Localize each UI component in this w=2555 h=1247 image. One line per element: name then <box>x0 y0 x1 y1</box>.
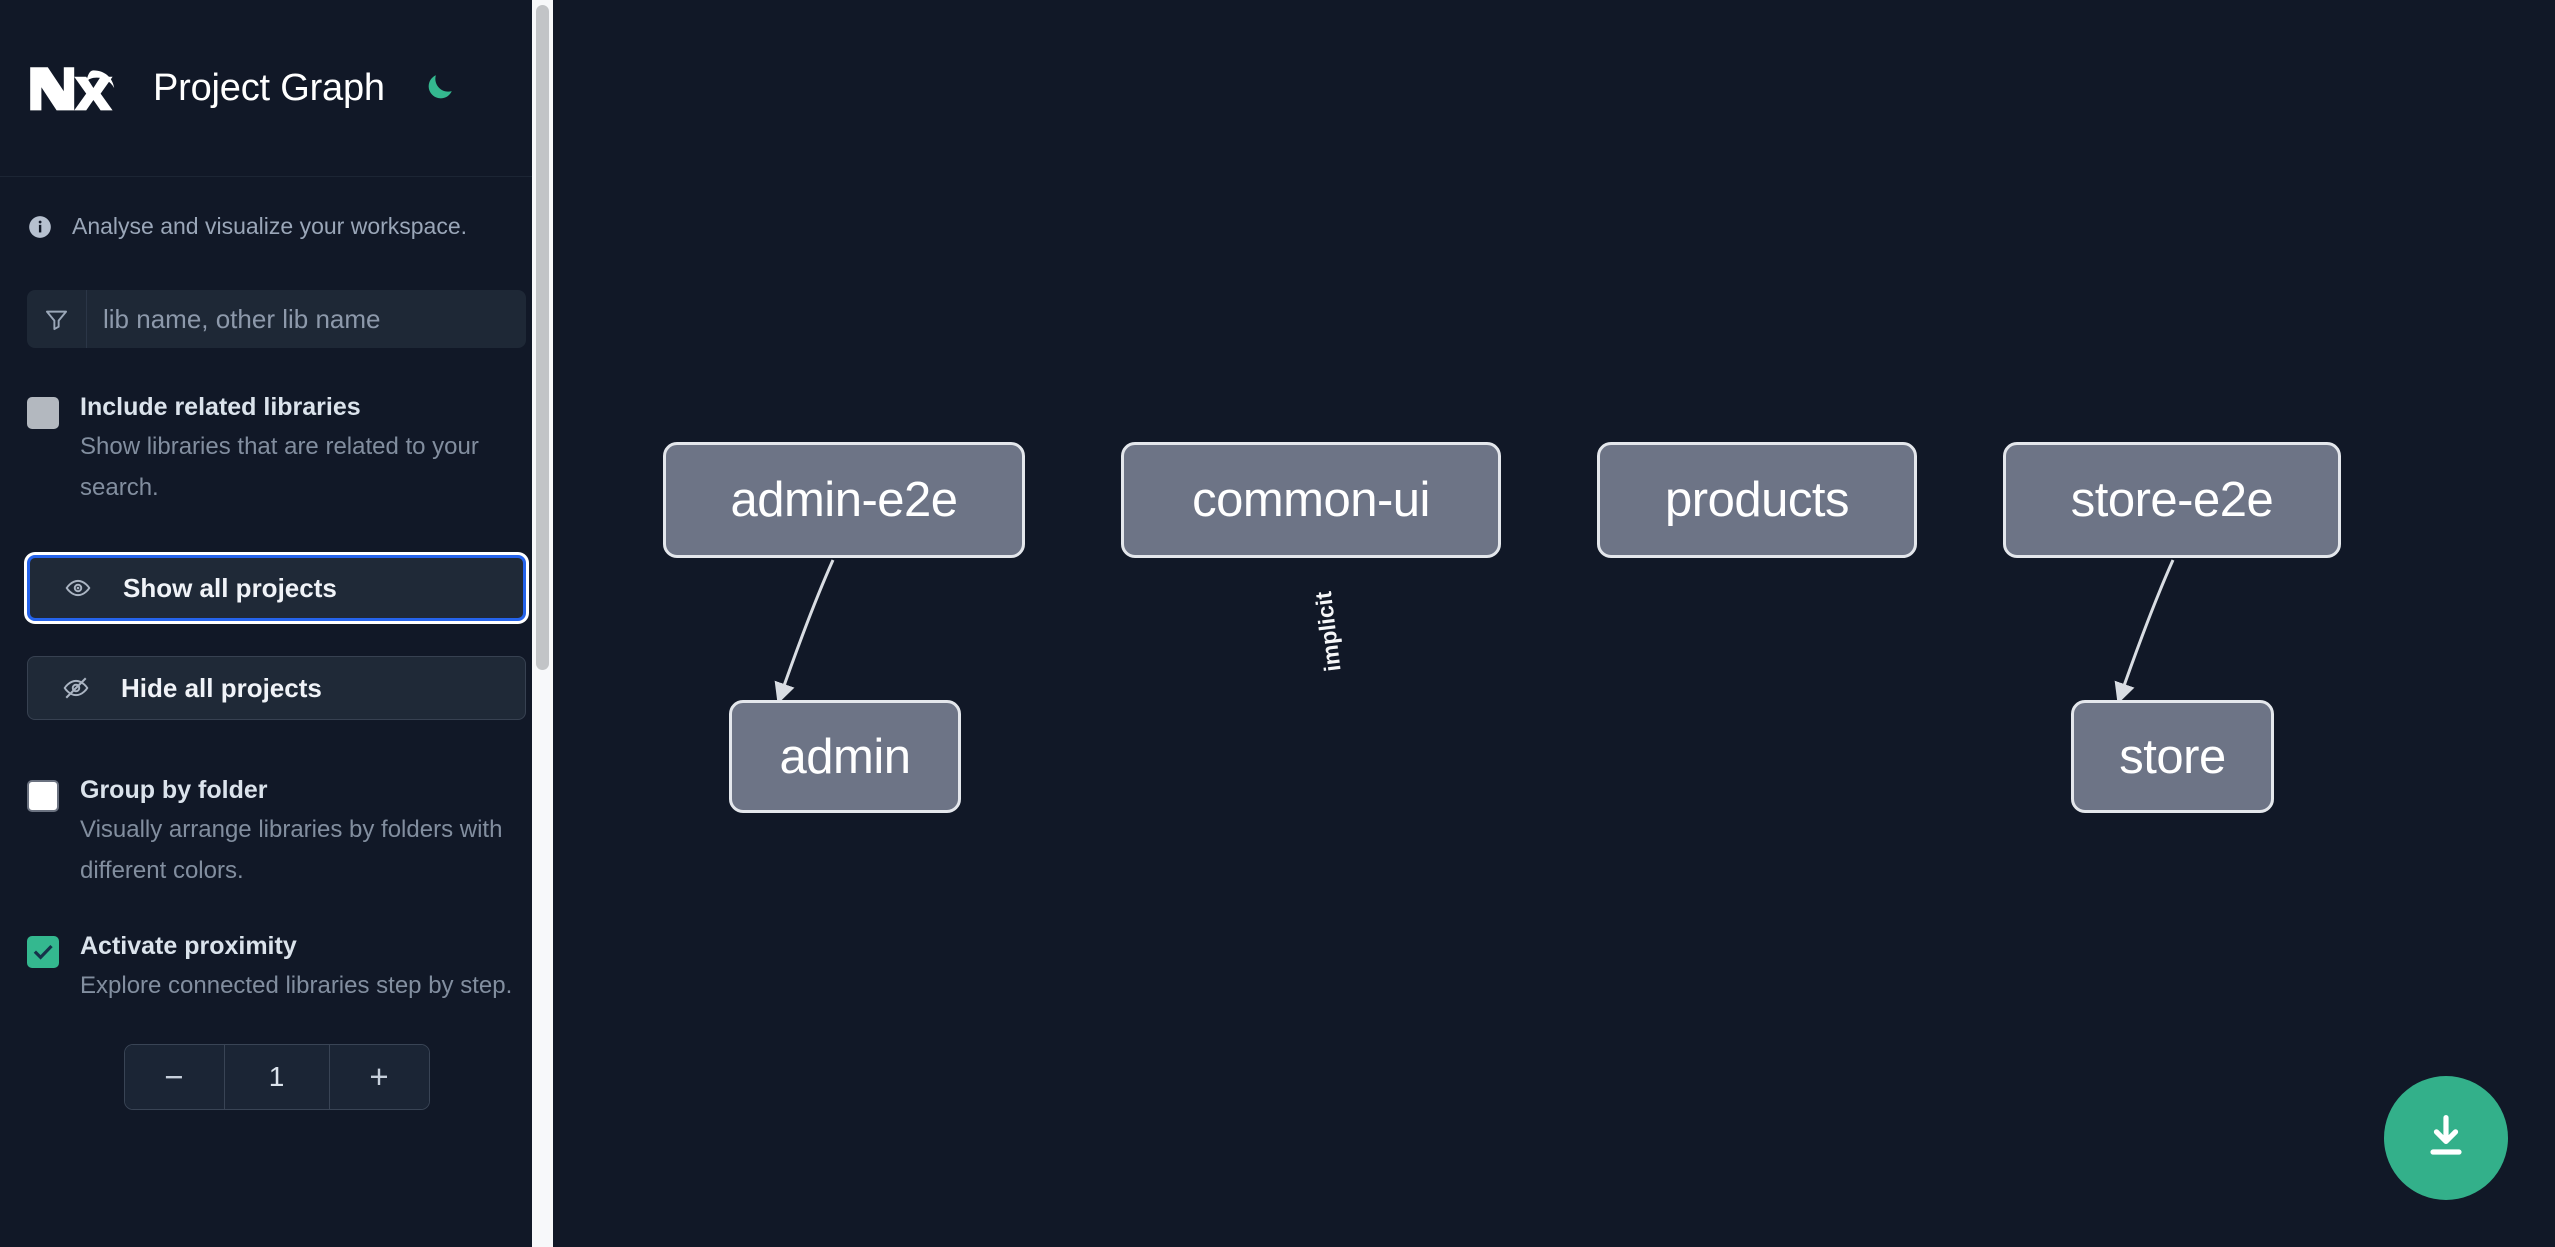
hide-all-projects-button[interactable]: Hide all projects <box>27 656 526 720</box>
info-circle-icon <box>27 214 53 240</box>
download-image-button[interactable] <box>2384 1076 2508 1200</box>
graph-node-store[interactable]: store <box>2071 700 2274 813</box>
edge-label-implicit: implicit <box>1309 590 1346 674</box>
option-label: Include related libraries <box>80 393 361 421</box>
eye-icon <box>62 574 98 602</box>
option-description: Explore connected libraries step by step… <box>80 972 513 999</box>
project-visibility-buttons: Show all projects Hide all projects <box>27 555 526 720</box>
checkbox-group-by-folder[interactable] <box>27 780 59 812</box>
option-include-related-libraries[interactable]: Include related libraries Show libraries… <box>0 390 553 508</box>
button-label: Show all projects <box>123 572 337 603</box>
proximity-decrement-button[interactable]: − <box>124 1045 224 1109</box>
graph-canvas[interactable]: implicit implicit admin-e2e common-ui pr… <box>553 0 2555 1247</box>
option-description: Visually arrange libraries by folders wi… <box>80 816 503 884</box>
graph-edges <box>774 559 2175 704</box>
sidebar: Project Graph Analyse and visualize yo <box>0 0 553 1247</box>
show-all-projects-button[interactable]: Show all projects <box>27 555 526 621</box>
option-label: Activate proximity <box>80 932 297 960</box>
graph-node-store-e2e[interactable]: store-e2e <box>2003 442 2341 558</box>
checkbox-activate-proximity[interactable] <box>27 936 59 968</box>
checkbox-include-related-libraries[interactable] <box>27 397 59 429</box>
proximity-value: 1 <box>223 1045 330 1109</box>
eye-off-icon <box>60 674 96 702</box>
search-input[interactable] <box>87 290 526 348</box>
filter-input-wrapper[interactable] <box>27 290 526 348</box>
graph-node-products[interactable]: products <box>1597 442 1917 558</box>
proximity-increment-button[interactable]: + <box>329 1045 429 1109</box>
sidebar-scrollbar-thumb[interactable] <box>536 5 549 670</box>
option-group-by-folder[interactable]: Group by folder Visually arrange librari… <box>0 773 553 891</box>
option-activate-proximity[interactable]: Activate proximity Explore connected lib… <box>0 929 553 1006</box>
option-label: Group by folder <box>80 776 268 804</box>
sidebar-scrollbar[interactable] <box>532 0 553 1247</box>
graph-node-admin[interactable]: admin <box>729 700 961 813</box>
sidebar-header: Project Graph <box>0 0 553 177</box>
download-icon <box>2420 1110 2472 1167</box>
moon-icon[interactable] <box>415 64 463 112</box>
workspace-info-text: Analyse and visualize your workspace. <box>72 213 468 239</box>
funnel-icon <box>27 290 87 348</box>
workspace-info: Analyse and visualize your workspace. <box>0 177 553 240</box>
graph-node-common-ui[interactable]: common-ui <box>1121 442 1501 558</box>
graph-node-admin-e2e[interactable]: admin-e2e <box>663 442 1025 558</box>
nx-logo-icon <box>27 55 123 121</box>
button-label: Hide all projects <box>121 672 322 703</box>
proximity-stepper: − 1 + <box>0 1044 553 1110</box>
option-description: Show libraries that are related to your … <box>80 433 479 501</box>
page-title: Project Graph <box>153 66 385 109</box>
